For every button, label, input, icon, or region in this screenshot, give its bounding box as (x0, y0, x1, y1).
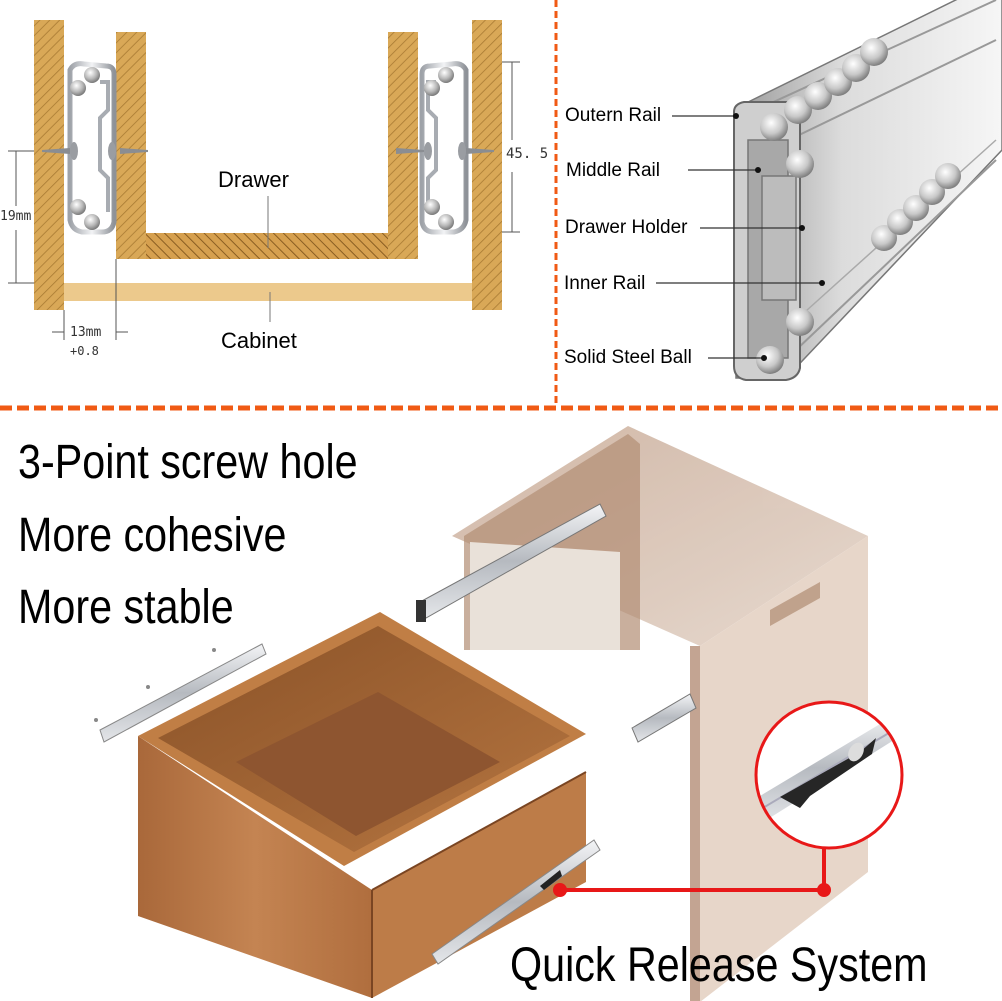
left-slide-rail (42, 61, 148, 235)
cross-section-drawing (8, 20, 520, 340)
quick-release-title: Quick Release System (510, 939, 928, 992)
cross-section-diagram: Drawer Cabinet 19mm 13mm +0.8 45. 5 (0, 0, 556, 404)
cabinet-rail-top (416, 503, 607, 622)
feature-stable: More stable (18, 581, 234, 634)
drawer-wall-right (388, 32, 418, 259)
assembly-drawing (94, 426, 904, 1001)
drawer-model (138, 612, 587, 998)
outern-rail-label: Outern Rail (565, 105, 662, 126)
steel-balls (756, 38, 961, 374)
drawer-rail-bottom (431, 839, 601, 965)
middle-rail-label: Middle Rail (566, 160, 660, 181)
drawer-rail-left (94, 643, 267, 743)
height-dimension-label: 19mm (0, 209, 32, 224)
anatomy-leader-lines (656, 115, 822, 359)
gap-tolerance-label: +0.8 (70, 344, 99, 358)
feature-cohesive: More cohesive (18, 509, 287, 562)
drawer-label: Drawer (218, 167, 289, 192)
drawer-holder-label: Drawer Holder (565, 217, 688, 238)
rail-anatomy-diagram: Outern Rail Middle Rail Drawer Holder In… (556, 0, 1002, 404)
right-slide-rail (396, 61, 494, 235)
inner-rail-label: Inner Rail (564, 273, 646, 294)
cabinet-shelf (64, 283, 472, 301)
rail-height-dimension-label: 45. 5 (506, 146, 549, 162)
cabinet-wall-left (34, 20, 64, 310)
rail-anatomy-drawing (656, 0, 1002, 381)
gap-dimension-label: 13mm (70, 325, 102, 340)
dimension-lines (8, 61, 520, 340)
cabinet-rail-right (631, 582, 820, 743)
drawer-wall-left (116, 32, 146, 259)
assembly-illustration (0, 412, 1002, 1001)
cabinet-label: Cabinet (221, 328, 297, 353)
cabinet-wall-right (472, 20, 502, 310)
solid-steel-ball-label: Solid Steel Ball (564, 347, 692, 368)
quick-release-magnifier (553, 700, 904, 897)
feature-screw-hole: 3-Point screw hole (18, 436, 358, 489)
drawer-bottom (146, 233, 388, 259)
